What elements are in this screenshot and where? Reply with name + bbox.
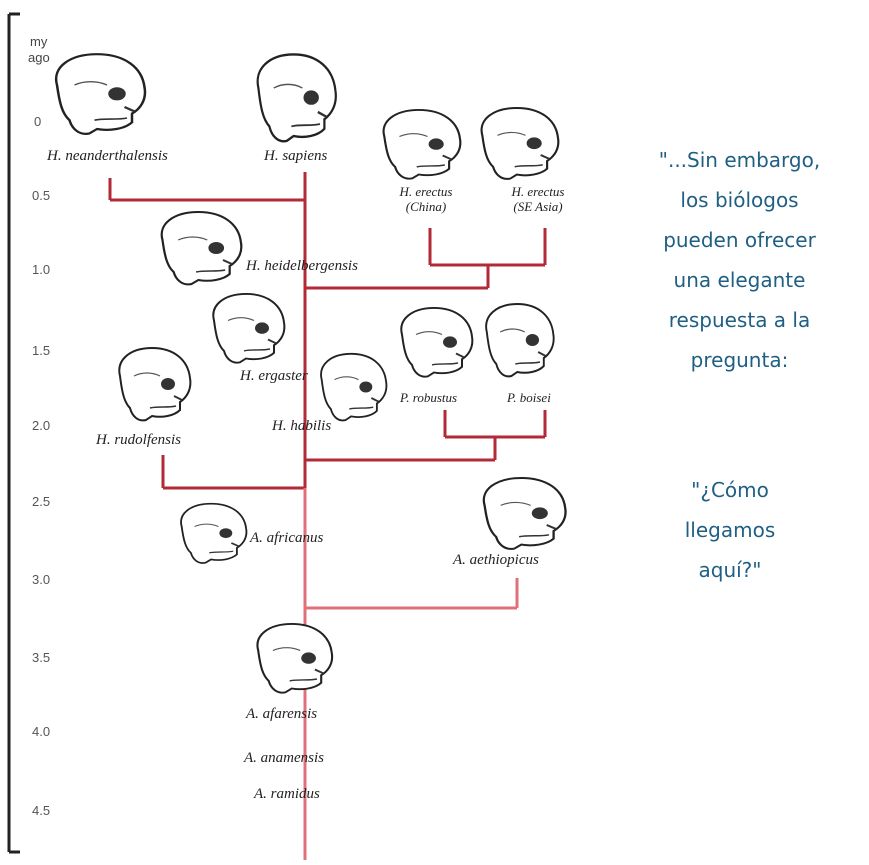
skull-heidelbergensis-icon (160, 210, 243, 286)
label-africanus: A. africanus (250, 530, 324, 546)
tick-label: 2.5 (32, 494, 51, 509)
label-rudolfensis: H. rudolfensis (96, 432, 182, 448)
tick-label: 0 (34, 114, 42, 129)
skull-boisei-icon (485, 303, 555, 378)
label-erectus-china-name: H. erectus (399, 184, 453, 199)
quote-line: los biólogos (680, 188, 799, 212)
tick-label: 4.5 (32, 803, 51, 818)
tick-label: 3.5 (32, 650, 51, 665)
tick-label: 1.0 (32, 262, 51, 277)
label-anamensis: A. anamensis (244, 750, 324, 766)
tick-label: 3.0 (32, 572, 51, 587)
label-neanderthalensis: H. neanderthalensis (47, 148, 168, 164)
label-erectus-se-asia-region: (SE Asia) (513, 199, 563, 214)
skull-habilis-icon (320, 352, 388, 422)
skull-sapiens-icon (256, 53, 338, 143)
quote-block: "...Sin embargo, los biólogos pueden ofr… (612, 140, 867, 380)
tick-label: 1.5 (32, 343, 51, 358)
time-axis (7, 12, 20, 854)
label-ergaster: H. ergaster (240, 368, 308, 384)
quote-line: "¿Cómo (691, 478, 769, 502)
label-afarensis: A. afarensis (246, 706, 318, 722)
skull-neanderthalensis-icon (54, 52, 147, 136)
quote-line: llegamos (684, 518, 776, 542)
quote-line: aquí?" (698, 558, 762, 582)
label-erectus-china: H. erectus (China) (380, 184, 472, 214)
label-robustus: P. robustus (400, 390, 458, 405)
skull-afarensis-icon (256, 622, 334, 694)
label-aethiopicus: A. aethiopicus (453, 552, 539, 568)
tick-label: 0.5 (32, 188, 51, 203)
skull-robustus-icon (400, 306, 474, 378)
label-heidelbergensis: H. heidelbergensis (246, 258, 358, 274)
skull-rudolfensis-icon (118, 347, 192, 422)
label-erectus-china-region: (China) (405, 199, 447, 214)
label-ramidus: A. ramidus (254, 786, 320, 802)
skull-ergaster-icon (212, 292, 286, 364)
axis-unit-my: my (30, 34, 48, 49)
skull-africanus-icon (180, 502, 248, 564)
quote-line: respuesta a la (668, 308, 811, 332)
quote-line: "...Sin embargo, (658, 148, 821, 172)
label-habilis: H. habilis (272, 418, 332, 434)
label-erectus-se-asia-name: H. erectus (511, 184, 565, 199)
label-boisei: P. boisei (507, 390, 551, 405)
label-sapiens: H. sapiens (264, 148, 328, 164)
quote-question: "¿Cómo llegamos aquí?" (630, 470, 830, 590)
axis-unit-ago: ago (28, 50, 50, 65)
skull-aethiopicus-icon (482, 476, 567, 551)
quote-line: pueden ofrecer (663, 228, 816, 252)
tick-label: 4.0 (32, 724, 51, 739)
tick-label: 2.0 (32, 418, 51, 433)
quote-line: pregunta: (690, 348, 789, 372)
skull-erectus-se-asia-icon (480, 106, 560, 180)
quote-line: una elegante (673, 268, 806, 292)
skull-erectus-china-icon (382, 108, 462, 180)
label-erectus-se-asia: H. erectus (SE Asia) (490, 184, 586, 214)
tree-branches-upper (108, 172, 547, 490)
tree-branches-lower (303, 488, 519, 860)
